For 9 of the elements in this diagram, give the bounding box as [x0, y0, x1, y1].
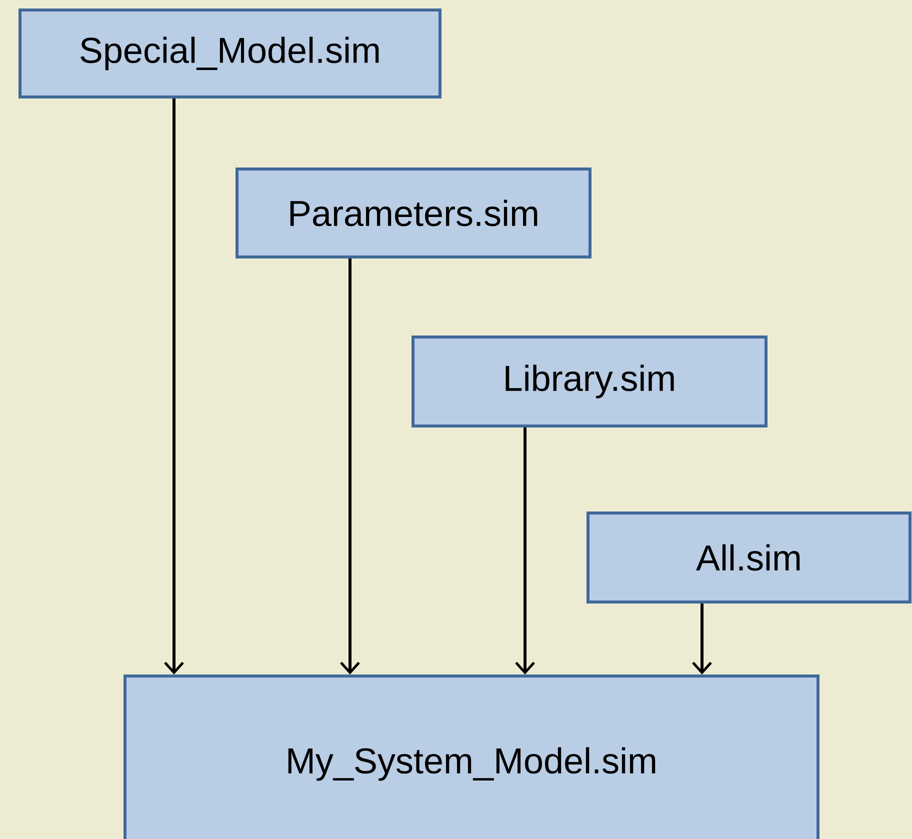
arrow: [340, 258, 360, 674]
file-box: Parameters.sim: [236, 168, 592, 258]
file-box: My_System_Model.sim: [124, 674, 820, 839]
arrow: [515, 428, 535, 674]
file-box: All.sim: [586, 512, 912, 604]
file-box: Library.sim: [412, 336, 768, 428]
arrow: [164, 98, 184, 674]
file-box: Special_Model.sim: [18, 8, 442, 98]
arrow: [692, 604, 712, 674]
